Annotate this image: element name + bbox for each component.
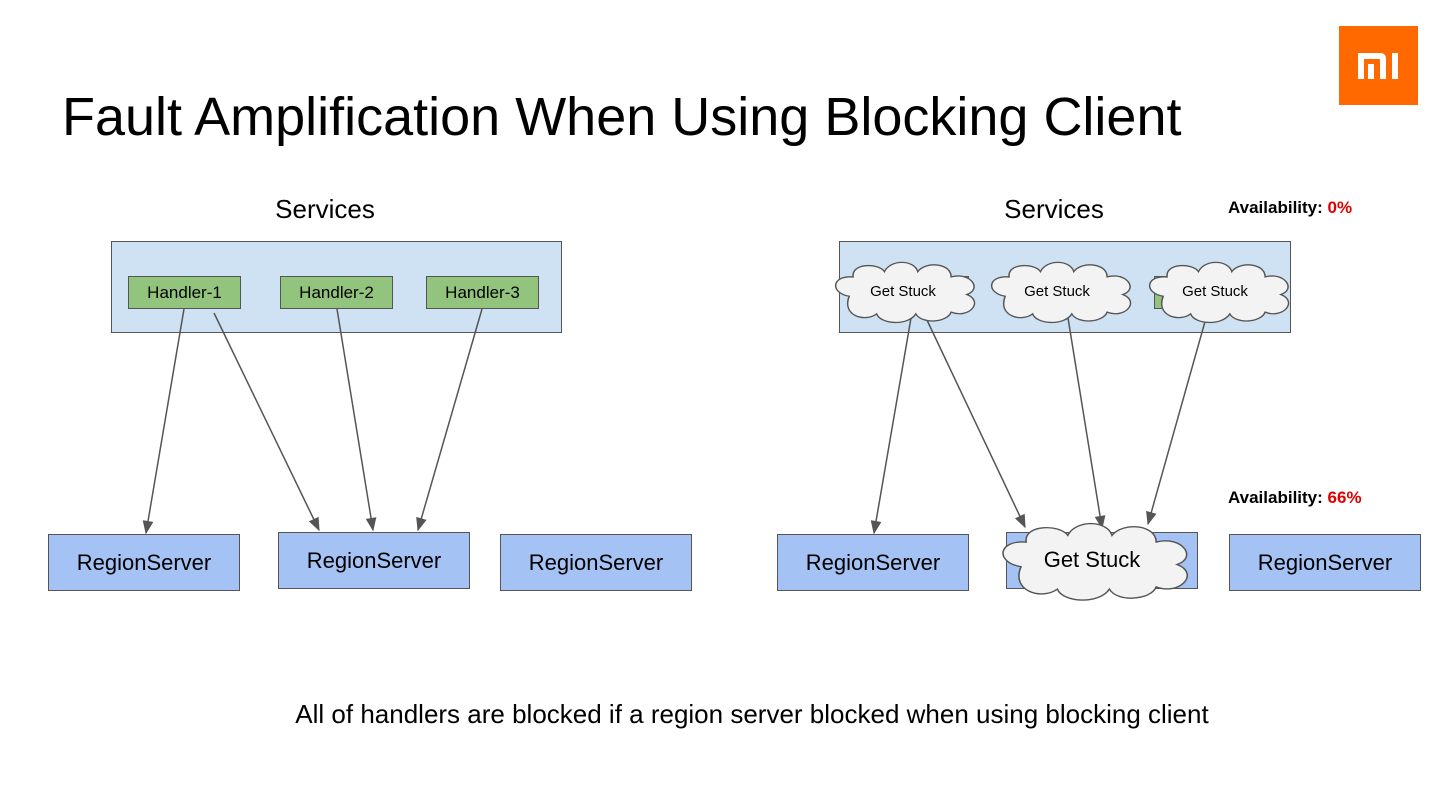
left-regionserver-1: RegionServer bbox=[48, 534, 240, 591]
availability-region-value: 66% bbox=[1327, 488, 1362, 507]
handler-1: Handler-1 bbox=[128, 276, 241, 309]
cloud-stuck-2-label: Get Stuck bbox=[1024, 283, 1090, 300]
cloud-stuck-3-label: Get Stuck bbox=[1182, 283, 1248, 300]
mi-logo bbox=[1339, 26, 1418, 105]
handler-3: Handler-3 bbox=[426, 276, 539, 309]
availability-services: Availability: 0% bbox=[1228, 198, 1352, 218]
availability-region-label: Availability: bbox=[1228, 488, 1323, 507]
arrow-stuck3-rs2 bbox=[1146, 317, 1207, 526]
slide-title: Fault Amplification When Using Blocking … bbox=[62, 87, 1182, 147]
availability-services-value: 0% bbox=[1327, 198, 1353, 217]
right-services-label: Services bbox=[1004, 194, 1104, 224]
cloud-stuck-1-label: Get Stuck bbox=[870, 283, 936, 300]
handler-2: Handler-2 bbox=[280, 276, 393, 309]
left-services-label: Services bbox=[275, 194, 375, 224]
availability-services-label: Availability: bbox=[1228, 198, 1323, 217]
arrow-h2-rs2 bbox=[336, 308, 377, 532]
right-regionserver-1: RegionServer bbox=[777, 534, 969, 591]
mi-logo-icon bbox=[1357, 52, 1398, 79]
slide-caption: All of handlers are blocked if a region … bbox=[295, 699, 1209, 729]
left-regionserver-3: RegionServer bbox=[500, 534, 692, 591]
arrow-h1-rs2 bbox=[213, 312, 320, 532]
arrow-stuck2-rs2 bbox=[1067, 317, 1106, 530]
cloud-stuck-regionserver-label: Get Stuck bbox=[1044, 547, 1142, 572]
availability-region: Availability: 66% bbox=[1228, 488, 1362, 508]
arrow-h3-rs2 bbox=[416, 308, 483, 532]
arrow-h1-rs1 bbox=[142, 308, 185, 535]
right-regionserver-3: RegionServer bbox=[1229, 534, 1421, 591]
arrow-stuck1-rs2 bbox=[925, 317, 1026, 529]
arrow-stuck1-rs1 bbox=[870, 317, 912, 535]
left-regionserver-2: RegionServer bbox=[278, 532, 470, 589]
